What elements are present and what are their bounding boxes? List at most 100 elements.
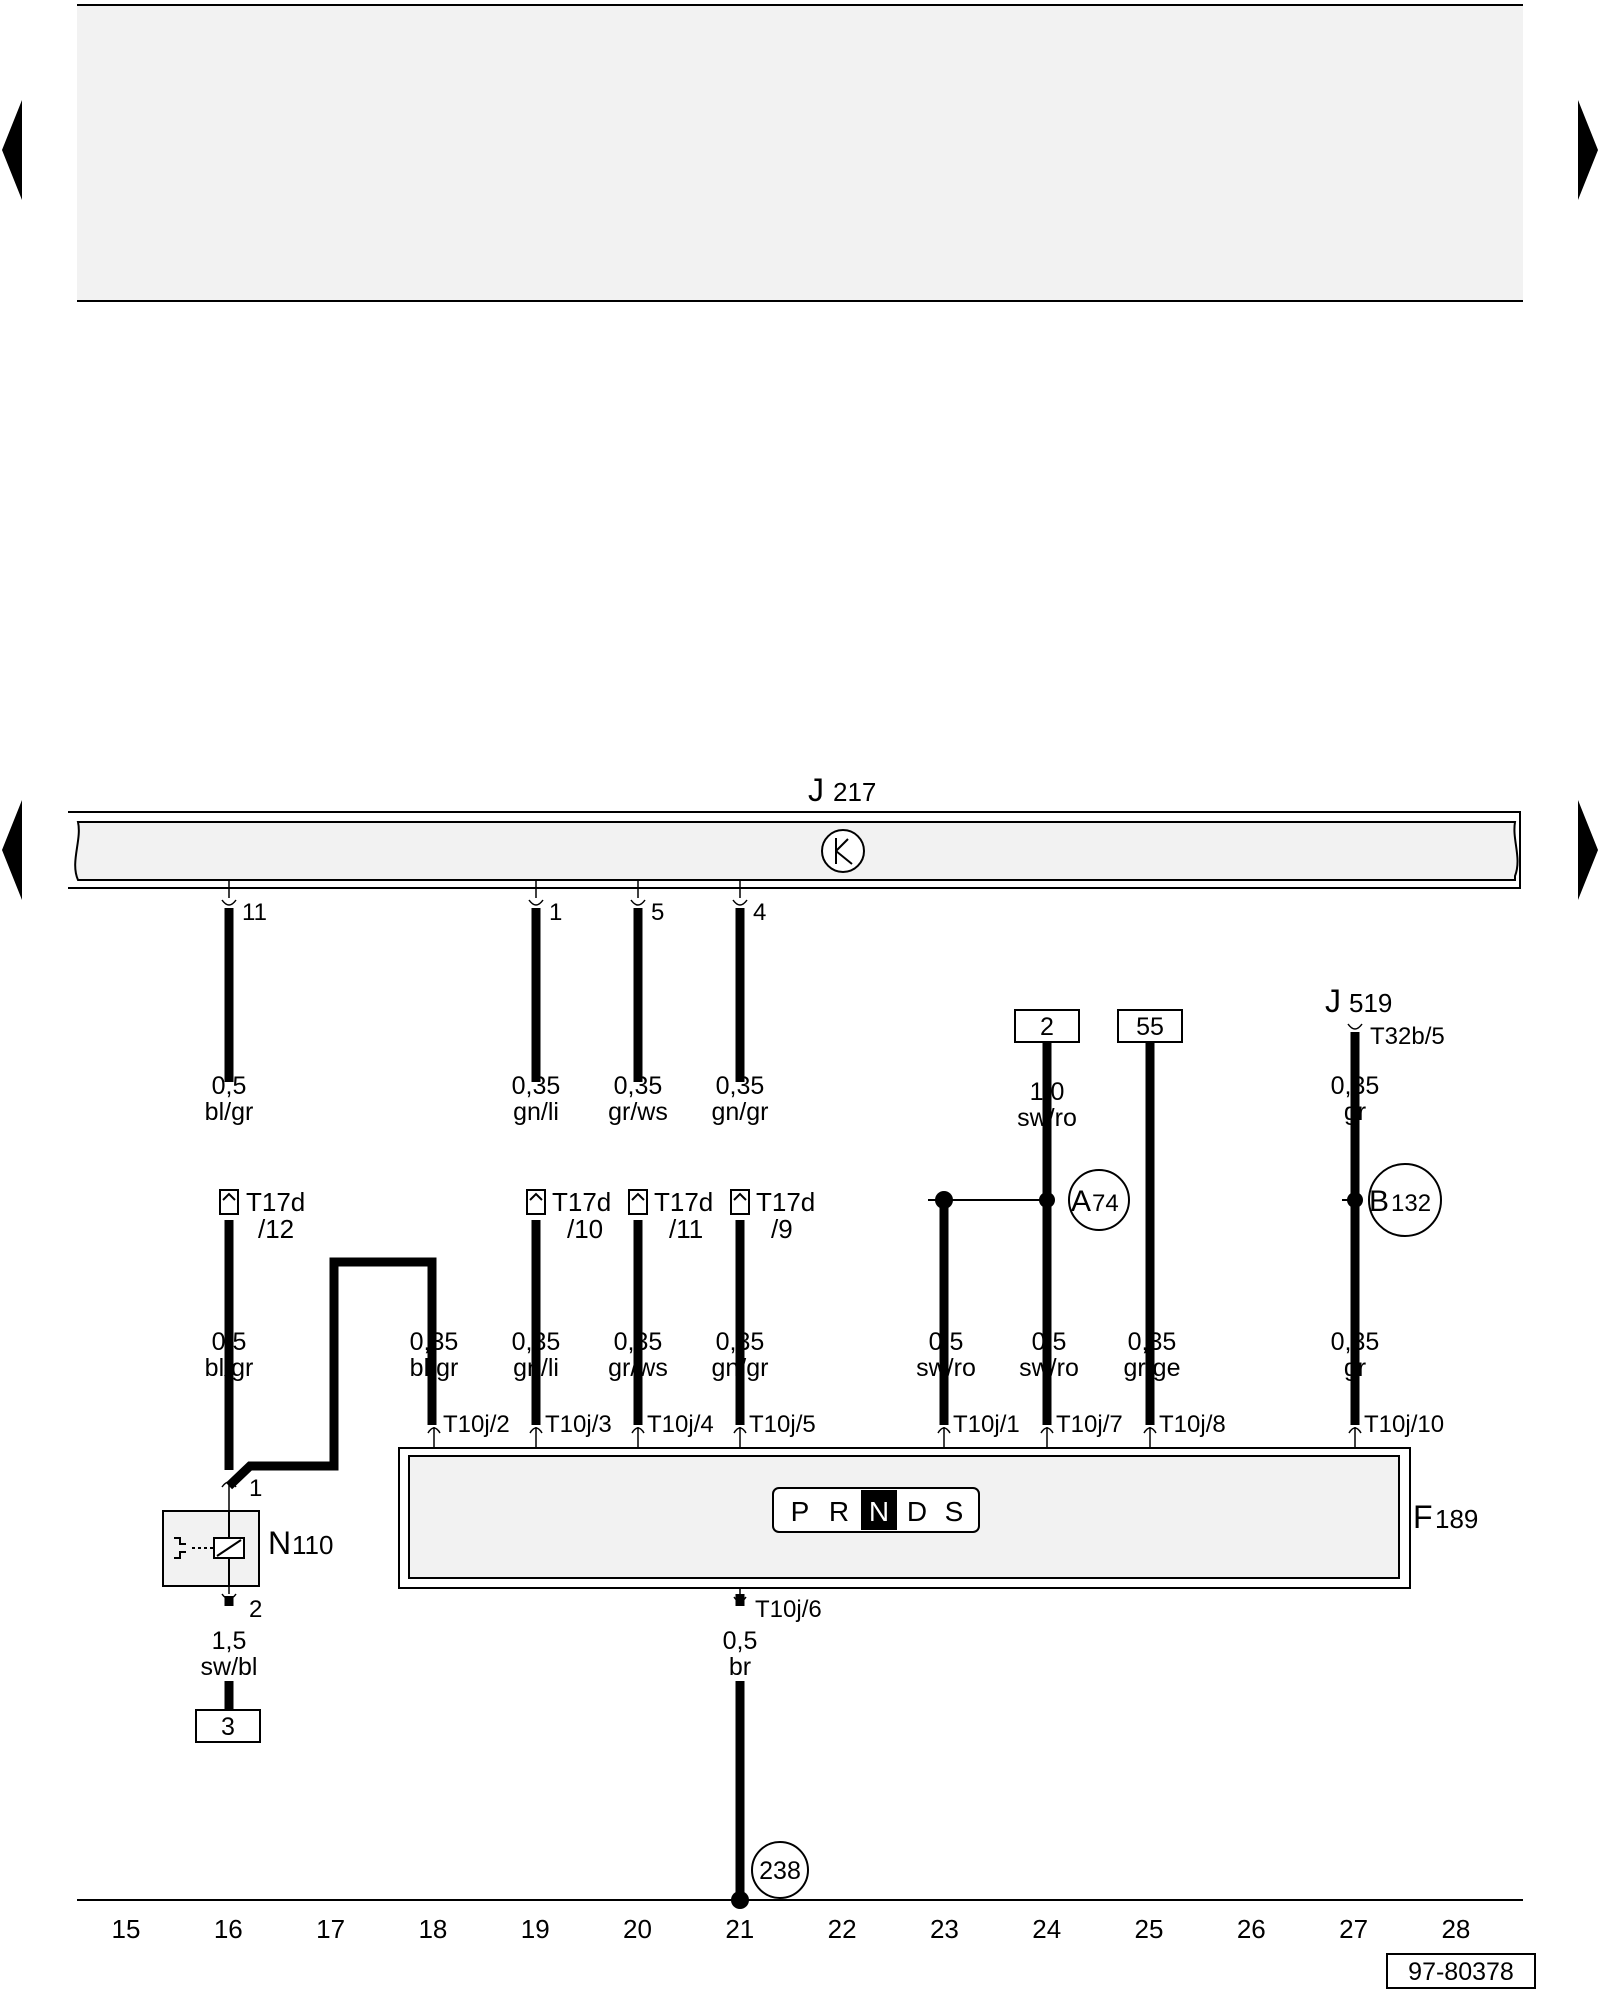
- wire-size: 0,35: [614, 1328, 663, 1356]
- wire-size: 0,35: [1331, 1072, 1380, 1100]
- track-number: 16: [214, 1914, 243, 1944]
- track-number: 17: [316, 1914, 345, 1944]
- wire-color: gn/li: [513, 1098, 559, 1126]
- wire-color: gn/gr: [712, 1098, 769, 1126]
- connector-name: T17d: [654, 1187, 713, 1217]
- wire-color: sw/ro: [916, 1354, 976, 1382]
- wire-size: 0,35: [716, 1072, 765, 1100]
- wire-color: gr: [1344, 1098, 1366, 1126]
- t10j-pin-label: T10j/5: [749, 1411, 816, 1438]
- gear-position: S: [945, 1496, 964, 1527]
- track-number: 22: [828, 1914, 857, 1944]
- n110-label-number: 110: [292, 1530, 333, 1560]
- diagram-id: 97-80378: [1408, 1958, 1514, 1986]
- track-number: 23: [930, 1914, 959, 1944]
- wire-color: gn/li: [513, 1354, 559, 1382]
- can-bus-icon: [821, 829, 865, 873]
- junction-letter: A: [1071, 1185, 1091, 1218]
- j217-label-number: 217: [833, 777, 876, 807]
- gear-position: P: [791, 1496, 810, 1527]
- wire-size: 1,0: [1030, 1078, 1065, 1106]
- wire-size: 0,35: [512, 1328, 561, 1356]
- wire-size: 0,35: [1128, 1328, 1177, 1356]
- ref-box-label: 2: [1040, 1013, 1054, 1041]
- wire-size: 0,5: [1032, 1328, 1067, 1356]
- f189-label-number: 189: [1435, 1504, 1478, 1534]
- header-panel: [77, 5, 1523, 301]
- wire-color: gr/ws: [608, 1354, 668, 1382]
- junction-number: 132: [1391, 1190, 1431, 1217]
- track-number: 24: [1032, 1914, 1061, 1944]
- j217-pin-label: 11: [242, 899, 267, 926]
- t10j-pin-label: T10j/1: [953, 1411, 1020, 1438]
- wire-color: bl/gr: [410, 1354, 459, 1382]
- next-section-arrow-icon[interactable]: [1578, 800, 1598, 900]
- wire-size: 0,35: [716, 1328, 765, 1356]
- ref-box: [1014, 1009, 1080, 1043]
- track-number: 27: [1339, 1914, 1368, 1944]
- connector-name: T17d: [756, 1187, 815, 1217]
- wire-size: 1,5: [212, 1627, 247, 1655]
- t10j-pin-label: T10j/3: [545, 1411, 612, 1438]
- connector-name: T17d: [552, 1187, 611, 1217]
- prev-page-arrow-icon[interactable]: [2, 100, 22, 200]
- track-number: 15: [112, 1914, 141, 1944]
- junction-letter: B: [1369, 1185, 1389, 1218]
- f189-label-letter: F: [1413, 1499, 1433, 1535]
- t10j-pin-label: T10j/7: [1056, 1411, 1123, 1438]
- wire-harness: [224, 908, 1360, 1900]
- t10j-bottom-pin: T10j/6: [755, 1596, 822, 1623]
- wire-color: bl/gr: [205, 1098, 254, 1126]
- connector-name: T17d: [246, 1187, 305, 1217]
- wire-size: 0,35: [614, 1072, 663, 1100]
- ref-box: [195, 1709, 261, 1743]
- t10j-pin-label: T10j/8: [1159, 1411, 1226, 1438]
- prev-section-arrow-icon[interactable]: [2, 800, 22, 900]
- n110-pin-bottom: 2: [249, 1596, 262, 1623]
- track-number: 19: [521, 1914, 550, 1944]
- wire-size: 0,35: [410, 1328, 459, 1356]
- ref-box: [1117, 1009, 1183, 1043]
- connector-pin: /10: [567, 1214, 603, 1244]
- track-number: 26: [1237, 1914, 1266, 1944]
- j519-label-number: 519: [1349, 988, 1392, 1018]
- gear-position: D: [907, 1496, 927, 1527]
- j217-pin-label: 1: [549, 899, 562, 926]
- gear-position-active: N: [869, 1496, 889, 1527]
- gear-position-display: P R N D S: [772, 1487, 980, 1533]
- j519-label-letter: J: [1325, 983, 1341, 1019]
- wire-size: 0,35: [512, 1072, 561, 1100]
- connector-pin: /11: [669, 1214, 703, 1244]
- t10j-pin-label: T10j/4: [647, 1411, 714, 1438]
- splice-dot: [1347, 1192, 1363, 1208]
- wire-size: 0,5: [212, 1328, 247, 1356]
- track-number: 21: [725, 1914, 754, 1944]
- junction-number: 74: [1092, 1190, 1119, 1217]
- j217-label-letter: J: [808, 772, 824, 808]
- wire-color: br: [729, 1653, 751, 1681]
- wire-size: 0,5: [929, 1328, 964, 1356]
- j217-control-unit: [78, 811, 1521, 889]
- wire-color: sw/bl: [201, 1653, 258, 1681]
- n110-pin-top: 1: [249, 1475, 262, 1502]
- wire-color: bl/gr: [205, 1354, 254, 1382]
- diagram-id-box: [1386, 1953, 1536, 1989]
- junction-b132: [1368, 1163, 1442, 1237]
- junction-a74: [1068, 1169, 1130, 1231]
- ground-point-238: [751, 1841, 809, 1899]
- wire-color: gr: [1344, 1354, 1366, 1382]
- wire-size: 0,35: [1331, 1328, 1380, 1356]
- t10j-pin-label: T10j/10: [1364, 1411, 1444, 1438]
- track-number: 25: [1135, 1914, 1164, 1944]
- solenoid-icon: [174, 1511, 245, 1586]
- wire-color: gr/ge: [1124, 1354, 1181, 1382]
- j217-pin-label: 4: [753, 899, 766, 926]
- splice-dot: [1039, 1192, 1055, 1208]
- connector-pin: /12: [258, 1214, 294, 1244]
- next-page-arrow-icon[interactable]: [1578, 100, 1598, 200]
- wire-size: 0,5: [723, 1627, 758, 1655]
- wire-color: sw/ro: [1017, 1104, 1077, 1132]
- wire-size: 0,5: [212, 1072, 247, 1100]
- ground-point-label: 238: [759, 1857, 801, 1885]
